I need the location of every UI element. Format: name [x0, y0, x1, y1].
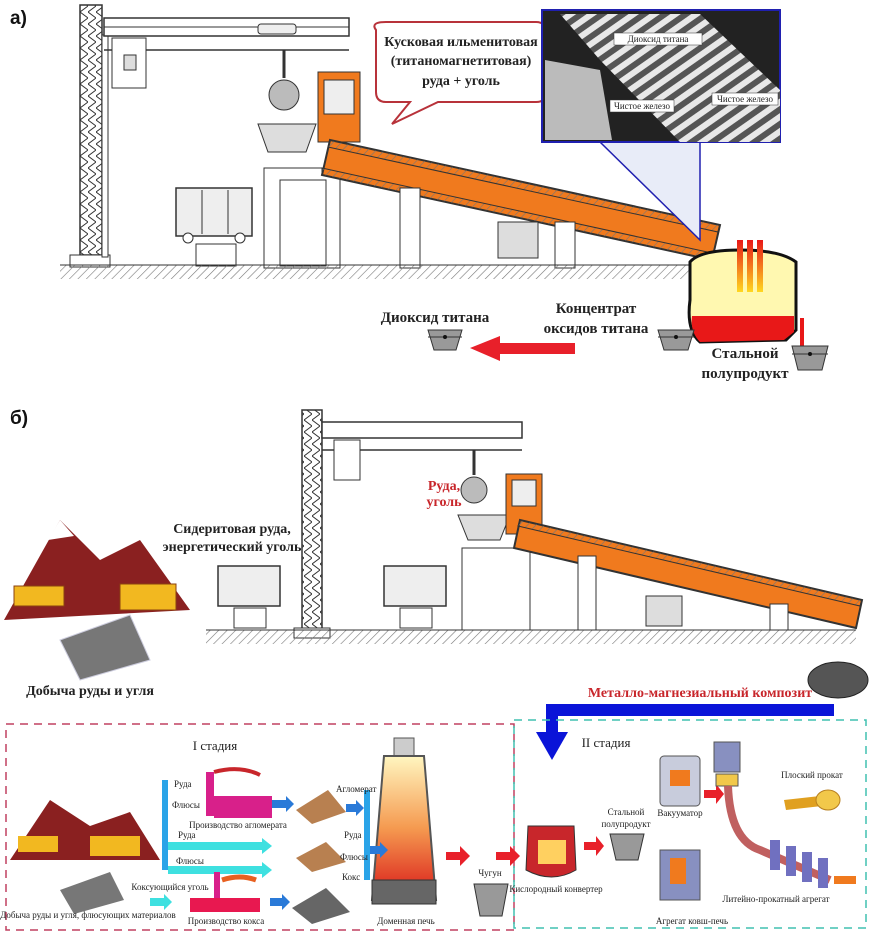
panel-b-mining-scene — [4, 520, 190, 681]
callout-line-3: руда + уголь — [422, 74, 500, 89]
stage1-coke-production: Производство кокса — [188, 916, 264, 926]
panel-a-micrograph: Диоксид титана Чистое железо Чистое желе… — [541, 9, 781, 242]
label-siderite-2: энергетический уголь — [163, 540, 302, 555]
stage2-steel-2: полупродукт — [601, 819, 650, 829]
coke-plant — [190, 872, 260, 912]
label-mining: Добыча руды и угля — [26, 684, 154, 699]
stage1-box — [5, 723, 515, 931]
stage2-flat-product: Плоский прокат — [781, 770, 843, 780]
label-ore-coal-1: Руда, — [428, 479, 460, 494]
ladle-furnace — [659, 849, 701, 901]
stage1-title: I стадия — [193, 738, 238, 753]
stage1-coking-coal: Коксующийся уголь — [131, 882, 208, 892]
panel-b-hopper — [457, 473, 543, 631]
panel-a-wagon — [175, 187, 253, 267]
panel-a-label: а) — [10, 8, 27, 29]
stage1-ore-3: Руда — [344, 830, 362, 840]
stage2-caster: Литейно-прокатный агрегат — [722, 894, 829, 904]
micrograph-label-pure-iron-1: Чистое железо — [614, 101, 671, 111]
stage1-ore-1: Руда — [174, 779, 192, 789]
stage1-flux-1: Флюсы — [172, 800, 200, 810]
stage2-ladle-furnace: Агрегат ковш-печь — [656, 916, 728, 926]
stage1-agglomerate: Агломерат — [336, 784, 377, 794]
label-ore-coal-2: уголь — [426, 495, 462, 510]
stage2-box — [513, 719, 867, 929]
stage2-vacuum: Вакууматор — [657, 808, 703, 818]
panel-b-crane — [293, 409, 523, 639]
composite-arrow — [536, 704, 834, 760]
casting-rolling-unit — [713, 741, 856, 888]
callout-line-2: (титаномагнетитовая) — [391, 54, 532, 69]
panel-a-outputs: Диоксид титана Концентрат оксидов титана… — [381, 301, 829, 382]
panel-a-smelting-furnace — [687, 240, 804, 346]
stage1-pig-iron: Чугун — [478, 868, 502, 878]
label-composite: Металло-магнезиальный композит — [588, 686, 812, 701]
panel-b-rotary-kiln — [512, 518, 869, 699]
panel-a-ground — [60, 265, 708, 279]
flat-product-coil — [784, 789, 841, 811]
stage1-blast-furnace: Доменная печь — [377, 916, 434, 926]
stage2-title: II стадия — [582, 735, 631, 750]
panel-a-hopper — [257, 71, 361, 269]
label-siderite-1: Сидеритовая руда, — [173, 522, 291, 537]
panel-b-ground — [206, 630, 856, 644]
agglo-plant — [206, 767, 272, 818]
panel-a-crane — [69, 4, 350, 268]
arrow-left — [470, 336, 575, 361]
stage2-steel-1: Стальной — [608, 807, 645, 817]
stage1-coke: Кокс — [342, 872, 360, 882]
label-titanium-dioxide: Диоксид титана — [381, 310, 490, 326]
stage1-mining-label: Добыча руды и угля, флюсующих материалов — [0, 910, 176, 920]
label-steel-semiproduct-1: Стальной — [712, 346, 779, 362]
label-steel-semiproduct-2: полупродукт — [701, 366, 789, 382]
vacuum-degasser — [659, 755, 701, 807]
stage1-ore-2: Руда — [178, 830, 196, 840]
stage1-flux-3: Флюсы — [340, 852, 368, 862]
panel-a-callout: Кусковая ильменитовая (титаномагнетитова… — [373, 21, 547, 125]
oxygen-converter — [525, 825, 577, 878]
label-concentrate-1: Концентрат — [556, 301, 637, 317]
stage2-converter: Кислородный конвертер — [509, 884, 603, 894]
blast-furnace — [370, 737, 438, 905]
micrograph-label-pure-iron-2: Чистое железо — [717, 94, 774, 104]
panel-b-label: б) — [10, 408, 28, 429]
stage1-mining — [10, 800, 160, 914]
callout-line-1: Кусковая ильменитовая — [384, 35, 538, 50]
panel-b-wagons — [217, 565, 447, 629]
stage1-flux-2: Флюсы — [176, 856, 204, 866]
stage1-agglo-production: Производство агломерата — [189, 820, 287, 830]
label-concentrate-2: оксидов титана — [544, 321, 649, 337]
micrograph-label-titanium-dioxide: Диоксид титана — [628, 34, 689, 44]
